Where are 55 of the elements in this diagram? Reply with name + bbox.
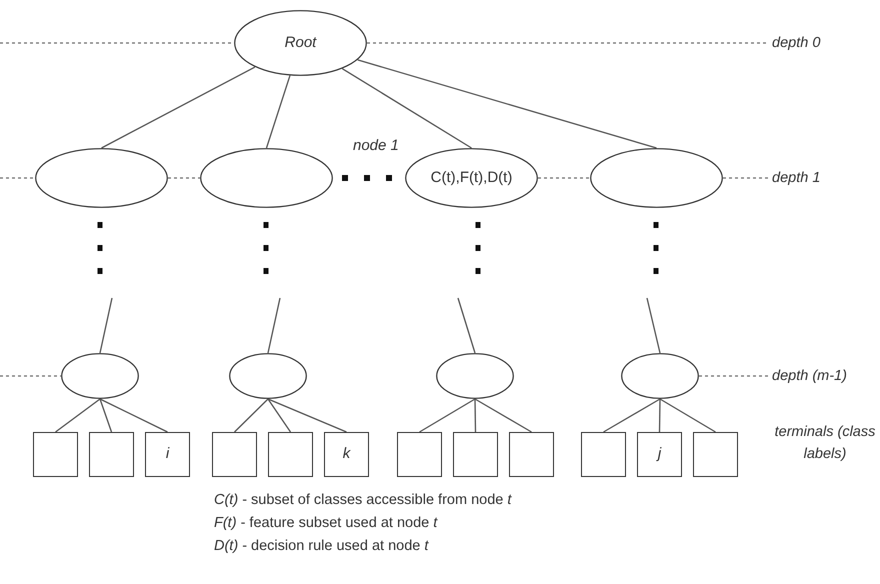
terminal-box bbox=[33, 432, 78, 477]
terminal-box bbox=[145, 432, 190, 477]
terminal-box bbox=[212, 432, 257, 477]
node-label: k bbox=[342, 444, 350, 464]
connector-line bbox=[660, 398, 716, 433]
terminal-box bbox=[453, 432, 498, 477]
connector-line bbox=[268, 398, 347, 433]
connector-line bbox=[266, 75, 291, 148]
dashed-guide-line bbox=[366, 42, 768, 44]
ellipse-node bbox=[234, 10, 367, 76]
level-label: depth 0 bbox=[772, 32, 820, 54]
legend-note: C(t) - subset of classes accessible from node t bbox=[214, 491, 512, 510]
connector-line bbox=[99, 298, 113, 354]
level-label: terminals (class labels) bbox=[774, 423, 876, 464]
connector-line bbox=[55, 398, 100, 433]
terminal-box bbox=[324, 432, 369, 477]
connector-line bbox=[234, 398, 268, 432]
ellipse-node bbox=[200, 148, 333, 208]
node-label: j bbox=[658, 444, 662, 464]
terminal-box bbox=[693, 432, 738, 477]
connector-line bbox=[342, 68, 472, 149]
terminal-box bbox=[268, 432, 313, 477]
ellipse-node bbox=[590, 148, 723, 208]
connector-line bbox=[267, 298, 281, 354]
connector-line bbox=[646, 298, 661, 354]
ellipse-node bbox=[35, 148, 168, 208]
terminal-box bbox=[581, 432, 626, 477]
node-label: i bbox=[166, 444, 170, 464]
terminal-box bbox=[397, 432, 442, 477]
connector-line bbox=[100, 398, 168, 433]
connector-line bbox=[457, 298, 476, 354]
legend-note: F(t) - feature subset used at node t bbox=[214, 514, 438, 533]
connector-line bbox=[99, 398, 112, 432]
connector-line bbox=[357, 59, 657, 149]
ellipse-node bbox=[405, 148, 538, 208]
connector-line bbox=[419, 398, 476, 433]
connector-line bbox=[101, 66, 256, 149]
terminal-box bbox=[89, 432, 134, 477]
ellipse-node bbox=[621, 353, 699, 399]
connector-line bbox=[603, 398, 660, 433]
node-label: C(t),F(t),D(t) bbox=[430, 168, 512, 188]
node-caption: node 1 bbox=[353, 136, 399, 156]
connector-line bbox=[474, 398, 532, 433]
node-label: Root bbox=[284, 32, 316, 53]
ellipse-node bbox=[61, 353, 139, 399]
connector-line bbox=[658, 399, 661, 432]
connector-line bbox=[474, 399, 476, 432]
ellipse-node bbox=[436, 353, 514, 399]
connector-line bbox=[267, 398, 292, 432]
level-label: depth (m-1) bbox=[772, 365, 847, 387]
legend-note: D(t) - decision rule used at node t bbox=[214, 537, 428, 556]
terminal-box bbox=[509, 432, 554, 477]
level-label: depth 1 bbox=[772, 167, 820, 189]
ellipse-node bbox=[229, 353, 307, 399]
terminal-box bbox=[637, 432, 682, 477]
